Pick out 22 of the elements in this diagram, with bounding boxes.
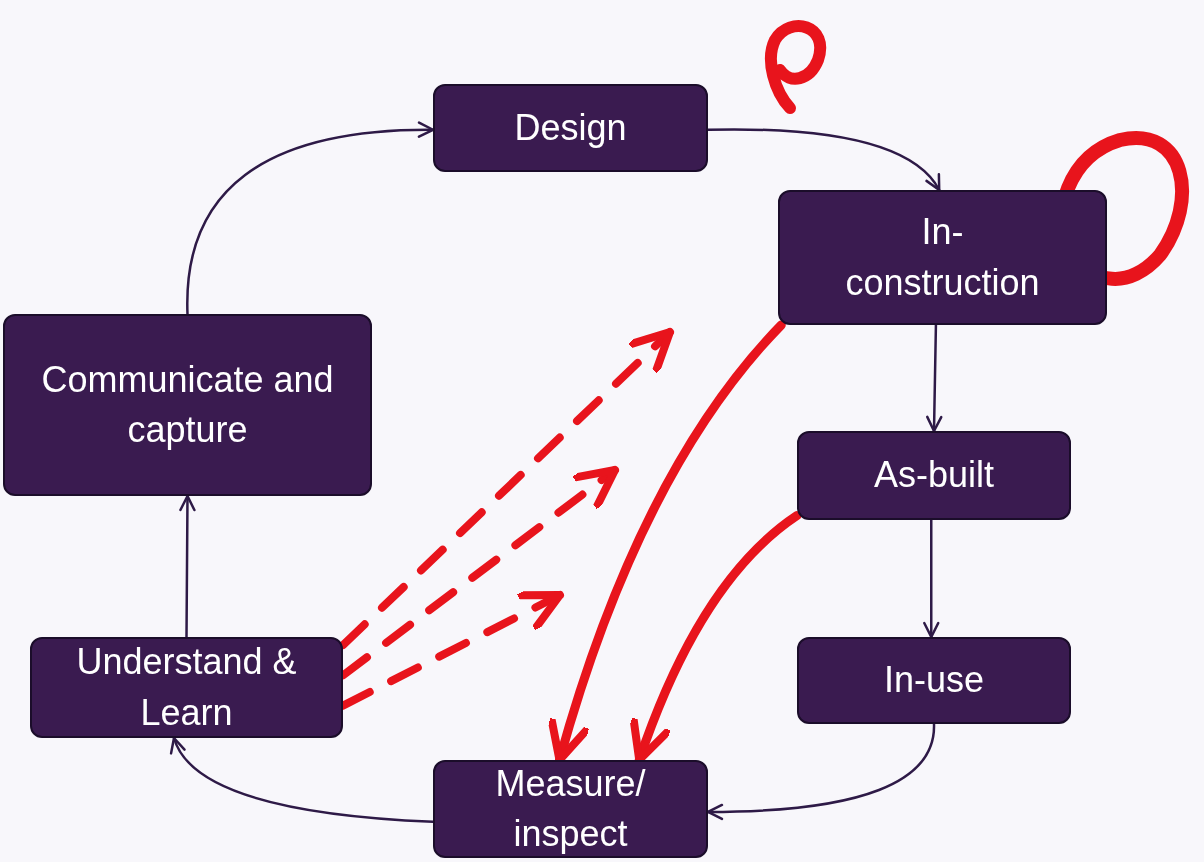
node-label: As-built [873,453,994,498]
node-label: Understand & Learn [75,640,298,735]
arrow [339,328,674,650]
arrow [923,518,940,639]
process-box [433,84,708,172]
process-box [797,431,1071,520]
node-label: Measure/ inspect [494,761,647,856]
process-box [778,190,1107,325]
process-box [433,760,708,858]
arrow [171,736,435,823]
process-box [30,637,343,738]
process-box [797,637,1071,724]
arrow [186,121,435,316]
node-label: In- construction [844,210,1041,305]
arrow [706,722,936,820]
node-label: Design [514,105,627,150]
arrow [179,494,196,639]
arrow [706,128,941,192]
node-label: In-use [883,658,985,703]
process-box [3,314,372,496]
arrow [926,323,943,433]
node-label: Communicate and capture [40,357,335,452]
